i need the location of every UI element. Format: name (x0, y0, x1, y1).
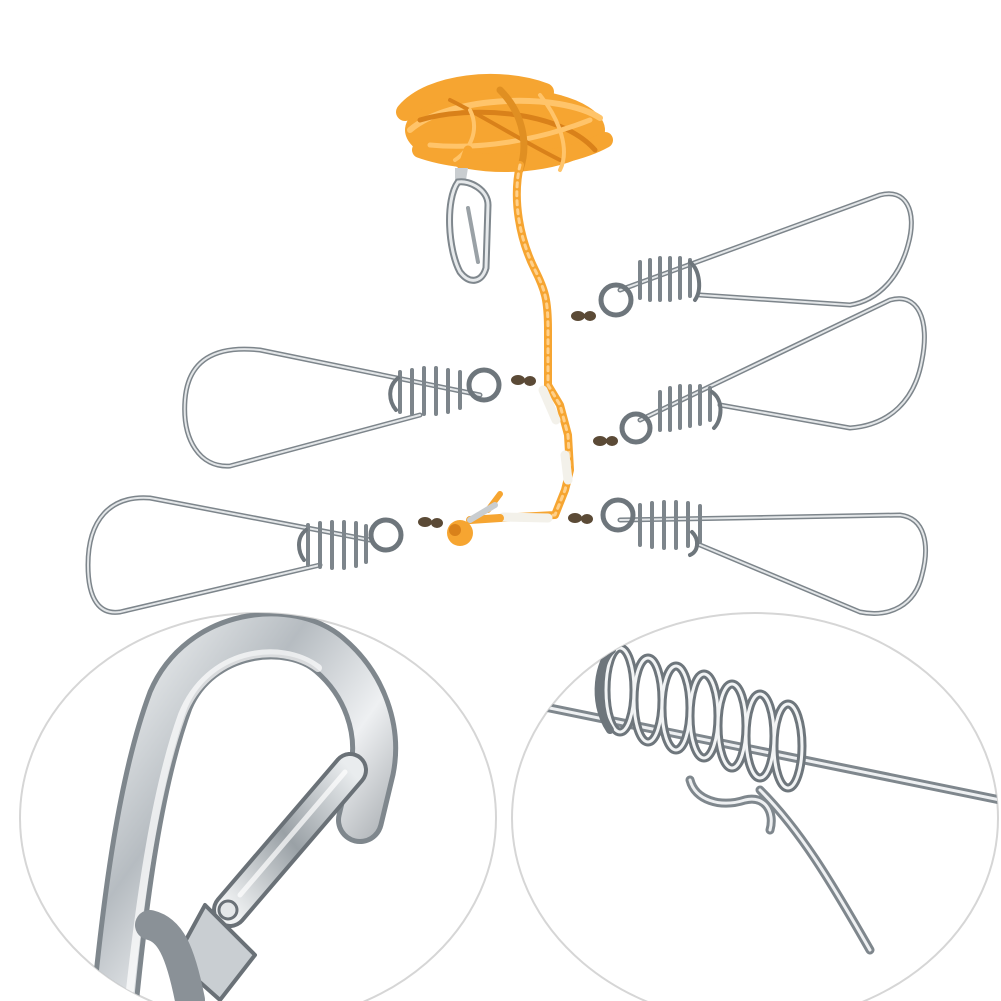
clip-right-top (598, 191, 914, 318)
clip-left-middle (182, 346, 502, 469)
carabiner-closeup (19, 612, 497, 1001)
clip-right-bottom (600, 497, 928, 616)
spring-clip-closeup (511, 612, 999, 1001)
carabiner-small (446, 178, 492, 284)
clip-left-bottom (85, 495, 404, 615)
rope-coil (396, 73, 613, 180)
swivels (418, 311, 618, 528)
clip-right-middle (619, 296, 927, 445)
stringer-rope (447, 161, 574, 546)
